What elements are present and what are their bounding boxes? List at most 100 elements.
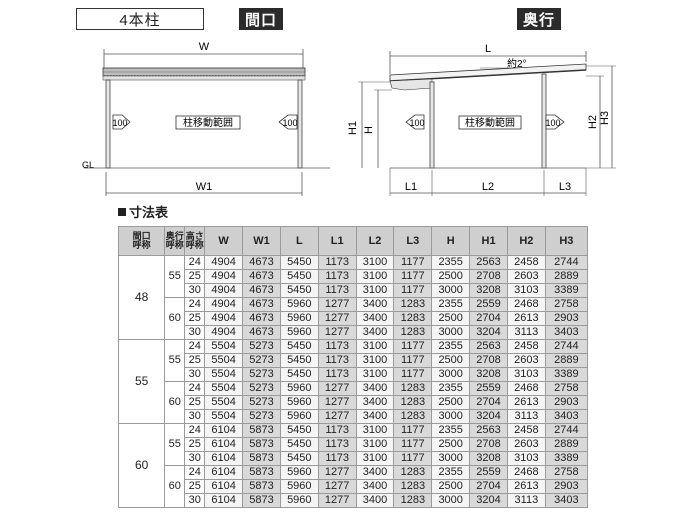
- table-cell: 6104: [204, 465, 244, 480]
- header-w: W: [204, 226, 244, 256]
- table-cell: 5450: [279, 353, 319, 368]
- table-cell: 4673: [242, 283, 281, 298]
- table-cell: 4904: [204, 311, 244, 326]
- height-name-cell: 25: [184, 353, 206, 368]
- table-cell: 1177: [393, 353, 433, 368]
- table-cell: 1173: [317, 255, 357, 270]
- height-name-cell: 30: [184, 367, 206, 382]
- table-cell: 3100: [355, 423, 395, 438]
- table-cell: 2758: [544, 465, 589, 480]
- table-cell: 2500: [431, 269, 471, 284]
- table-cell: 5273: [242, 381, 281, 396]
- table-cell: 5450: [279, 437, 319, 452]
- table-cell: 3000: [431, 325, 471, 340]
- table-cell: 5450: [279, 339, 319, 354]
- table-cell: 3400: [355, 479, 395, 494]
- table-cell: 2563: [469, 339, 508, 354]
- table-cell: 5504: [204, 409, 244, 424]
- height-name-cell: 25: [184, 437, 206, 452]
- header-h1: H1: [469, 226, 508, 256]
- table-cell: 3400: [355, 297, 395, 312]
- table-cell: 3113: [506, 325, 546, 340]
- table-cell: 1277: [317, 395, 357, 410]
- height-name-cell: 24: [184, 297, 206, 312]
- table-cell: 1173: [317, 339, 357, 354]
- table-cell: 1177: [393, 283, 433, 298]
- table-cell: 5960: [279, 325, 319, 340]
- side-offset-left: 100: [409, 118, 424, 128]
- table-cell: 3100: [355, 353, 395, 368]
- table-cell: 3400: [355, 311, 395, 326]
- table-cell: 3204: [469, 325, 508, 340]
- table-cell: 1283: [393, 409, 433, 424]
- header-h2: H2: [506, 226, 546, 256]
- table-cell: 5873: [242, 479, 281, 494]
- side-view-label: 奥行: [517, 8, 562, 30]
- table-cell: 2468: [506, 381, 546, 396]
- h3-label: H3: [599, 111, 611, 125]
- table-cell: 3400: [355, 409, 395, 424]
- table-cell: 3204: [469, 409, 508, 424]
- table-cell: 2355: [431, 255, 471, 270]
- height-name-cell: 25: [184, 269, 206, 284]
- table-cell: 6104: [204, 451, 244, 466]
- depth-name-cell: 55: [164, 339, 186, 382]
- side-view-diagram: L 約2° H1 H H2 H3 100 100 柱移動範囲: [347, 43, 616, 196]
- table-cell: 6104: [204, 479, 244, 494]
- table-cell: 2458: [506, 423, 546, 438]
- table-cell: 1177: [393, 423, 433, 438]
- table-cell: 2903: [544, 311, 589, 326]
- table-cell: 2458: [506, 255, 546, 270]
- table-cell: 1277: [317, 381, 357, 396]
- l2-label: L2: [482, 181, 494, 193]
- table-cell: 2500: [431, 311, 471, 326]
- table-cell: 4673: [242, 297, 281, 312]
- header-w1: W1: [242, 226, 281, 256]
- table-cell: 1177: [393, 437, 433, 452]
- table-cell: 1173: [317, 269, 357, 284]
- table-cell: 1177: [393, 367, 433, 382]
- table-cell: 6104: [204, 423, 244, 438]
- table-cell: 3100: [355, 339, 395, 354]
- table-cell: 2563: [469, 423, 508, 438]
- height-name-cell: 30: [184, 325, 206, 340]
- table-cell: 3100: [355, 255, 395, 270]
- table-cell: 3000: [431, 367, 471, 382]
- table-cell: 2559: [469, 381, 508, 396]
- table-cell: 1283: [393, 395, 433, 410]
- table-cell: 1173: [317, 437, 357, 452]
- table-cell: 2889: [544, 353, 589, 368]
- table-cell: 1277: [317, 409, 357, 424]
- bullet-square-icon: [118, 207, 126, 216]
- slope-label: 約2°: [507, 57, 527, 70]
- table-cell: 2903: [544, 479, 589, 494]
- arrow-left-icon: [278, 114, 298, 130]
- table-cell: 5960: [279, 395, 319, 410]
- h1-label: H1: [347, 121, 359, 135]
- height-name-cell: 24: [184, 423, 206, 438]
- table-cell: 3000: [431, 493, 471, 508]
- table-cell: 3400: [355, 395, 395, 410]
- table-cell: 2889: [544, 437, 589, 452]
- table-cell: 4904: [204, 255, 244, 270]
- arrow-left-icon: [405, 114, 425, 130]
- table-cell: 1283: [393, 297, 433, 312]
- table-cell: 5504: [204, 353, 244, 368]
- l3-label: L3: [559, 181, 571, 193]
- header-h3: H3: [544, 226, 589, 256]
- table-cell: 2355: [431, 423, 471, 438]
- table-cell: 5873: [242, 423, 281, 438]
- side-roof: [389, 63, 587, 82]
